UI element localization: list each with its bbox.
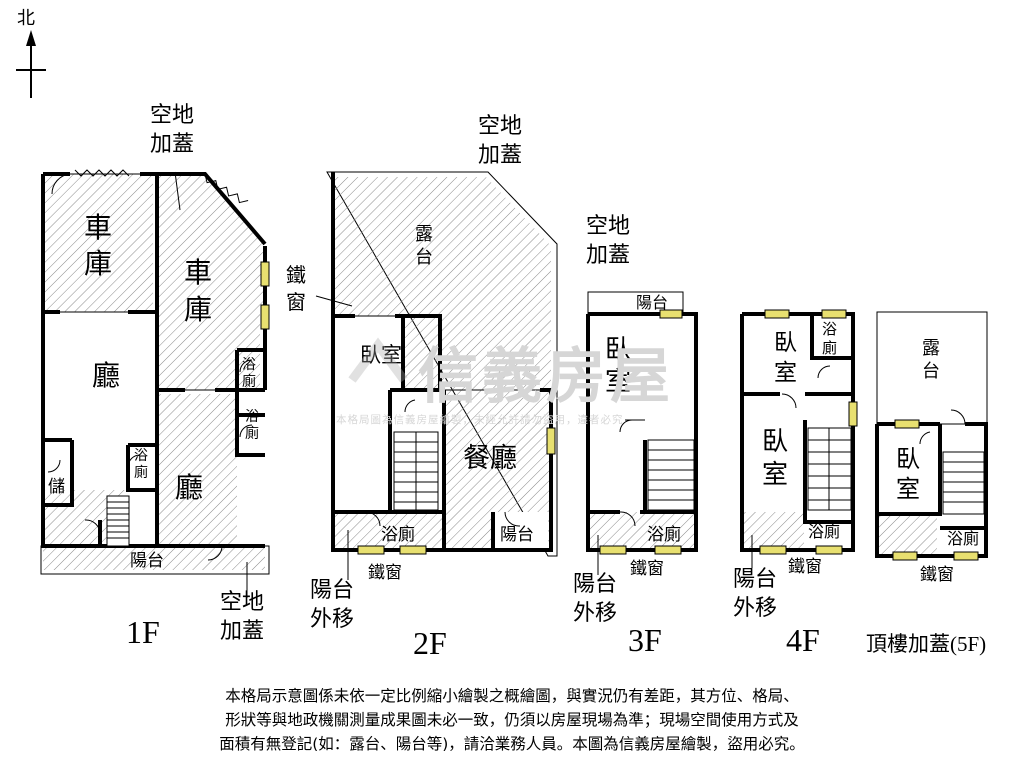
disclaimer: 本格局示意圖係未依一定比例縮小繪製之概繪圖，與實況仍有差距，其方位、格局、 形狀… (0, 684, 1024, 756)
window-icon (399, 545, 427, 555)
window-icon (953, 551, 979, 561)
room-label: 廁 (245, 425, 259, 442)
room-label: 浴 (242, 357, 256, 373)
annotation-f1-tie: 鐵 (286, 263, 306, 287)
watermark-brand: 信義房屋 (418, 342, 674, 412)
room-label: 臥 (774, 330, 797, 356)
floor-2f: 露 台 臥室 餐廳 浴廁 陽台 鐵窗 (315, 171, 558, 583)
room-label: 陽台 (500, 525, 534, 545)
window-icon (260, 261, 270, 287)
window-icon (894, 419, 920, 429)
floor-label-5f: 頂樓加蓋(5F) (866, 632, 987, 656)
annotation-f3-jiagai: 加蓋 (586, 243, 631, 268)
room-label: 鐵窗 (368, 563, 402, 583)
annotation-f4-yangtai: 陽台 (733, 567, 778, 592)
room-label: 廳 (175, 471, 203, 504)
room-label: 廳 (92, 359, 120, 392)
annotation-f4-waiyi: 外移 (733, 596, 778, 621)
room-label: 室 (762, 460, 788, 490)
annotation-f2-yangtai: 陽台 (310, 578, 355, 603)
brand-logo-icon (348, 337, 408, 383)
floor-label-4f: 4F (786, 622, 820, 658)
room-label: 臥室 (360, 343, 402, 367)
window-icon (821, 309, 847, 319)
annotation-f2-kongdi: 空地 (478, 114, 523, 139)
annotation-f2-waiyi: 外移 (310, 607, 355, 632)
room-label: 室 (896, 475, 920, 503)
window-icon (848, 401, 858, 427)
north-label: 北 (17, 8, 35, 29)
window-icon (892, 551, 918, 561)
room-label: 陽台 (636, 293, 668, 312)
annotation-f3-yangtai: 陽台 (573, 572, 618, 597)
room-label: 餐廳 (463, 443, 517, 474)
room-label: 車 (184, 256, 212, 289)
window-icon (654, 545, 682, 555)
room-label: 浴 (245, 409, 259, 425)
floor-label-2f: 2F (413, 625, 447, 661)
room-label: 廁 (134, 464, 148, 481)
room-label: 浴 (134, 448, 148, 464)
annotation-f3-kongdi: 空地 (586, 214, 631, 239)
room-label: 露 (922, 338, 940, 359)
room-label: 儲 (48, 477, 65, 497)
disclaimer-line: 本格局示意圖係未依一定比例縮小繪製之概繪圖，與實況仍有差距，其方位、格局、 (225, 687, 799, 705)
floor-1f: 車 庫 車 庫 廳 廳 儲 浴 廁 浴 廁 浴 廁 陽台 (40, 169, 270, 598)
annotation-f1-bottom-kongdi: 空地 (220, 590, 265, 615)
window-icon (260, 304, 270, 330)
watermark-notice: 本格局圖為信義房屋繪製，未經允許請勿盜用，違者必究 (336, 414, 624, 426)
disclaimer-line: 面積有無登記(如：露台、陽台等)，請洽業務人員。本圖為信義房屋繪製，盜用必究。 (219, 735, 805, 753)
disclaimer-line: 形狀等與地政機關測量成果圖未必一致，仍須以房屋現場為準；現場空間使用方式及 (225, 711, 799, 729)
room-label: 車 (84, 211, 112, 244)
annotation-f1-kongdi: 空地 (150, 103, 195, 128)
room-label: 廁 (822, 339, 837, 357)
room-label: 庫 (184, 293, 212, 326)
annotation-f1-jiagai: 加蓋 (150, 132, 195, 157)
annotation-f1-chuang: 窗 (286, 290, 306, 314)
window-icon (759, 545, 787, 555)
window-icon (357, 545, 385, 555)
window-icon (599, 545, 627, 555)
room-label: 室 (605, 367, 631, 397)
annotation-f2-jiagai: 加蓋 (478, 143, 523, 168)
room-label: 陽台 (130, 551, 164, 571)
room-label: 浴 (822, 320, 837, 338)
room-label: 鐵窗 (920, 565, 954, 585)
room-label: 鐵窗 (788, 557, 822, 577)
room-label: 露 (415, 224, 433, 245)
room-label: 臥 (605, 335, 631, 365)
room-label: 浴廁 (647, 524, 681, 545)
annotation-f3-waiyi: 外移 (573, 601, 618, 626)
room-label: 臥 (896, 445, 920, 473)
room-label: 浴廁 (808, 522, 840, 541)
room-label: 浴廁 (947, 529, 979, 548)
room-label: 臥 (762, 427, 788, 457)
room-label: 浴廁 (381, 524, 415, 545)
room-label: 鐵窗 (630, 559, 664, 579)
window-icon (659, 309, 683, 319)
room-label: 台 (415, 247, 433, 268)
floor-label-3f: 3F (628, 622, 662, 658)
floor-5f: 露 台 臥 室 浴廁 鐵窗 (875, 311, 988, 585)
north-arrow-icon (16, 30, 46, 98)
floor-label-1f: 1F (126, 614, 160, 650)
floor-3f: 陽台 臥 室 浴廁 鐵窗 (586, 291, 698, 579)
window-icon (764, 309, 790, 319)
room-label: 廁 (242, 373, 256, 390)
annotation-f1-bottom-jiagai: 加蓋 (220, 619, 265, 644)
floor-4f: 臥 室 浴 廁 臥 室 浴廁 鐵窗 (740, 309, 858, 577)
window-icon (546, 427, 556, 455)
room-label: 室 (774, 360, 797, 386)
room-label: 庫 (84, 247, 112, 280)
room-label: 台 (922, 361, 940, 382)
window-icon (815, 545, 843, 555)
